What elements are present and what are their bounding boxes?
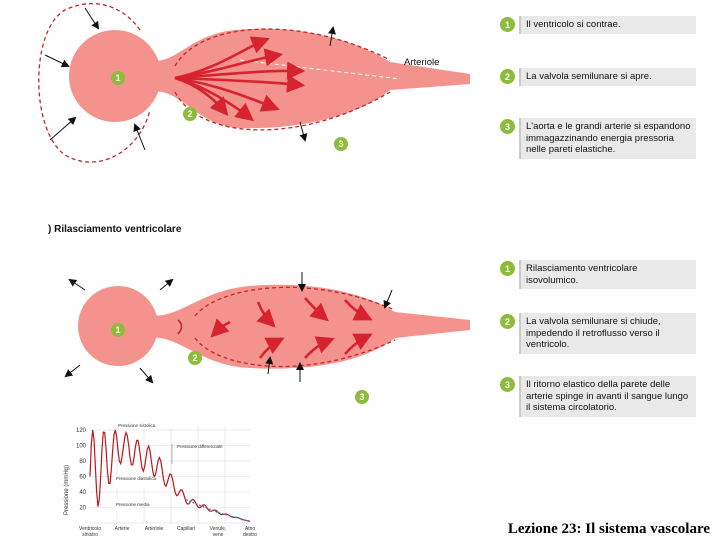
step-text: La valvola semilunare si apre. xyxy=(519,68,696,86)
y-tick-40: 40 xyxy=(79,490,86,496)
y-tick-20: 20 xyxy=(79,506,86,512)
bottom-step-3: 3 Il ritorno elastico della parete delle… xyxy=(500,376,696,417)
svg-text:3: 3 xyxy=(338,139,343,149)
marker-2: 2 xyxy=(188,351,202,365)
chart-annotations: Pressione sistolica Pressione differenzi… xyxy=(114,422,223,512)
x-label-2: Arteriole xyxy=(145,526,164,532)
chart-ylabel: Pressione (mmHg) xyxy=(64,465,70,515)
top-step-3: 3 L'aorta e le grandi arterie si espando… xyxy=(500,118,696,159)
section-title: ) Rilasciamento ventricolare xyxy=(48,224,182,235)
annotation-mean: Pressione media xyxy=(116,502,150,507)
x-label-4: Venule,vene xyxy=(210,526,227,538)
top-step-1: 1 Il ventricolo si contrae. xyxy=(500,16,696,34)
annotation-systolic: Pressione sistolica xyxy=(118,423,156,428)
step-number: 1 xyxy=(500,17,515,32)
closed-valve xyxy=(177,319,183,335)
flow-centerline xyxy=(239,59,401,80)
svg-text:2: 2 xyxy=(187,109,192,119)
footer-title: Lezione 23: Il sistema vascolare xyxy=(507,521,710,537)
marker-3: 3 xyxy=(334,137,348,151)
svg-text:2: 2 xyxy=(192,353,197,363)
step-text: Il ventricolo si contrae. xyxy=(519,16,696,34)
y-tick-100: 100 xyxy=(76,444,87,450)
ventricular-relaxation-diagram: 1 2 3 xyxy=(64,272,470,404)
venous-pressure-curve xyxy=(185,499,251,523)
annotation-diastolic: Pressione diastolica xyxy=(116,476,157,481)
svg-text:1: 1 xyxy=(115,73,120,83)
step-text: Il ritorno elastico della parete delle a… xyxy=(519,376,696,417)
relaxation-arrows xyxy=(64,278,174,384)
step-number: 3 xyxy=(500,377,515,392)
svg-text:3: 3 xyxy=(359,392,364,402)
x-label-1: Arterie xyxy=(115,526,130,532)
ventricular-contraction-diagram: Arteriole 1 2 3 xyxy=(38,3,470,163)
step-number: 2 xyxy=(500,69,515,84)
chart-series xyxy=(89,429,251,523)
step-text: La valvola semilunare si chiude, impeden… xyxy=(519,313,696,354)
annotation-pulse: Pressione differenziale xyxy=(177,444,223,449)
resting-wall-outline xyxy=(194,286,396,368)
step-number: 3 xyxy=(500,119,515,134)
recoil-arrows xyxy=(265,272,393,382)
contraction-arrows xyxy=(44,7,146,151)
aorta-vessel xyxy=(150,284,470,369)
svg-text:1: 1 xyxy=(115,325,120,335)
arteriole-label: Arteriole xyxy=(404,57,439,68)
step-text: Rilasciamento ventricolare isovolumico. xyxy=(519,260,696,289)
bottom-step-2: 2 La valvola semilunare si chiude, imped… xyxy=(500,313,696,354)
marker-3: 3 xyxy=(355,390,369,404)
expansion-arrows xyxy=(299,26,336,142)
marker-1: 1 xyxy=(111,323,125,337)
marker-2: 2 xyxy=(183,107,197,121)
y-tick-80: 80 xyxy=(79,459,86,465)
blood-flow-arrows xyxy=(174,36,306,122)
contracted-ventricle-outline xyxy=(38,3,151,163)
x-label-3: Capillari xyxy=(177,526,195,532)
blood-flow-arrows xyxy=(210,297,373,359)
pressure-chart: Pressione (mmHg) 120 100 80 60 40 20 Pre… xyxy=(64,422,257,538)
top-step-2: 2 La valvola semilunare si apre. xyxy=(500,68,696,86)
y-tick-60: 60 xyxy=(79,475,86,481)
expanded-wall-outline xyxy=(174,28,391,131)
y-tick-120: 120 xyxy=(76,428,87,434)
bottom-step-1: 1 Rilasciamento ventricolare isovolumico… xyxy=(500,260,696,289)
step-text: L'aorta e le grandi arterie si espandono… xyxy=(519,118,696,159)
marker-1: 1 xyxy=(111,71,125,85)
step-number: 1 xyxy=(500,261,515,276)
y-tick-labels: 120 100 80 60 40 20 xyxy=(76,428,87,512)
step-number: 2 xyxy=(500,314,515,329)
